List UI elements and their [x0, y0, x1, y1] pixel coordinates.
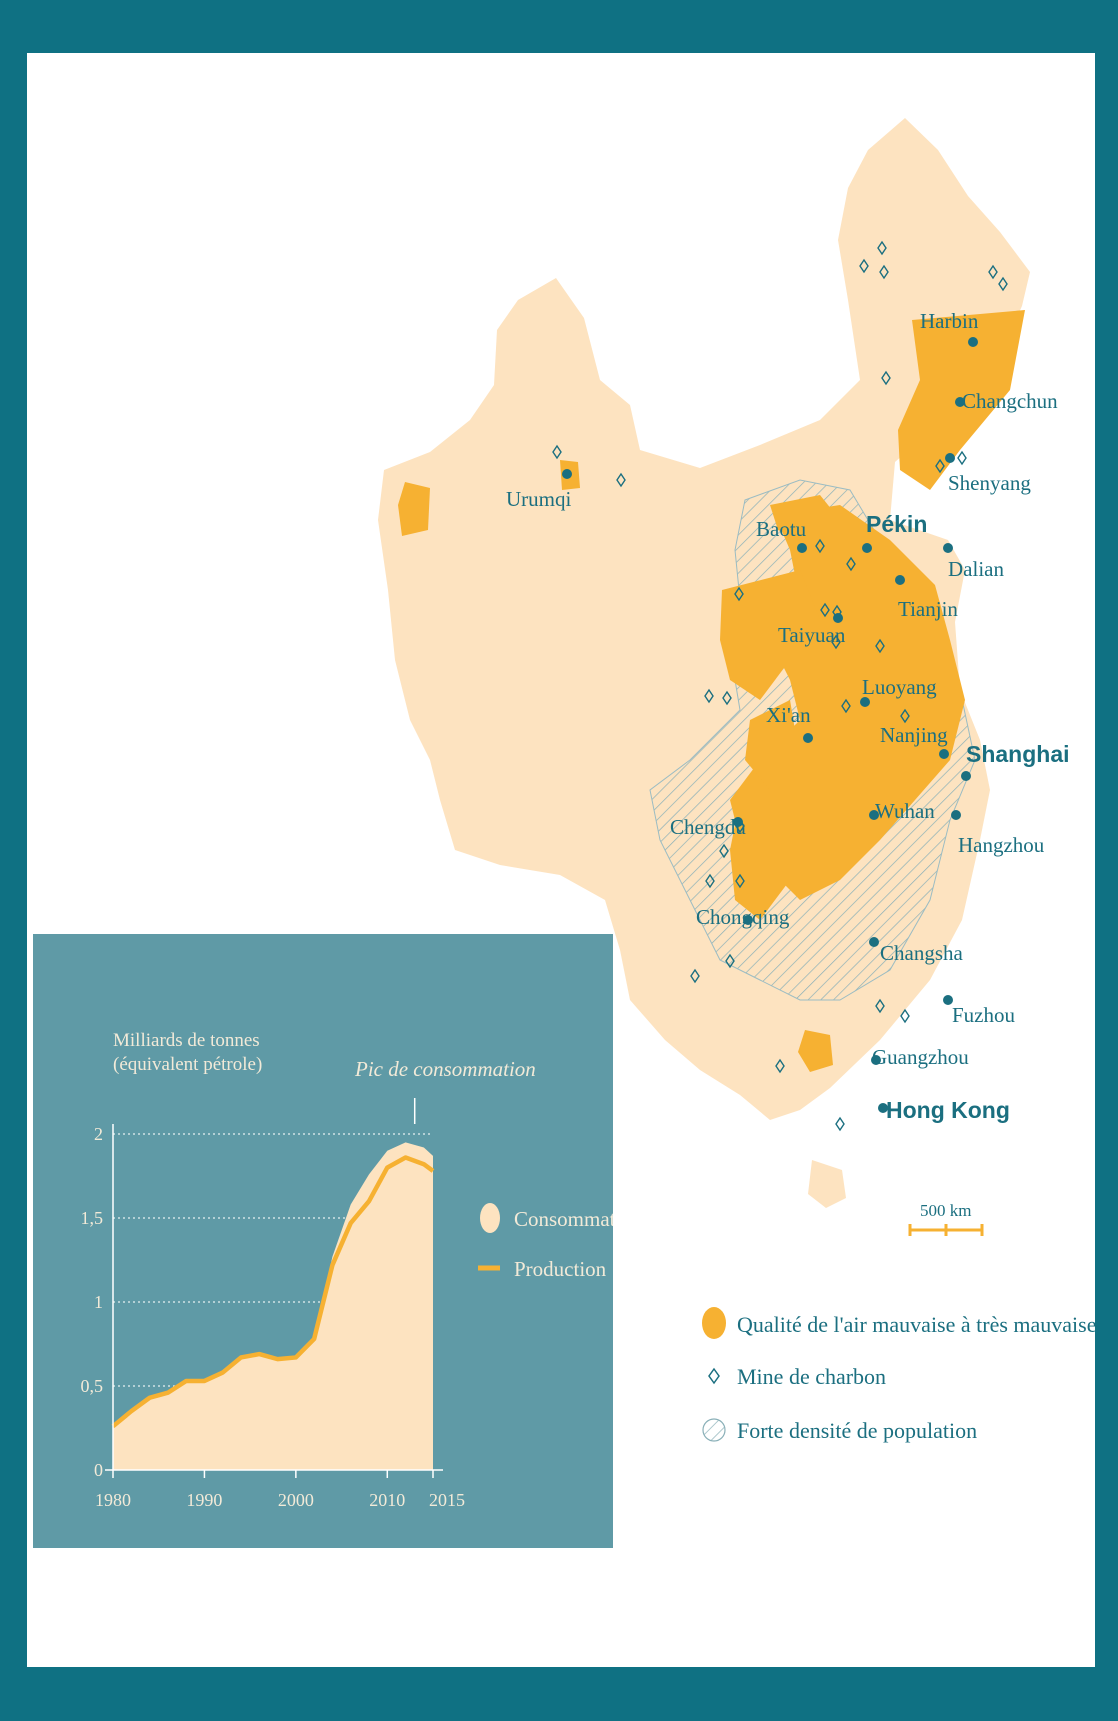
legend-production-label: Production [514, 1257, 607, 1281]
city-label-wuhan: Wuhan [875, 799, 935, 823]
y-axis-title-line2: (équivalent pétrole) [113, 1054, 262, 1075]
city-label-urumqi: Urumqi [506, 487, 571, 511]
city-label-shenyang: Shenyang [948, 471, 1031, 495]
city-label-hong-kong: Hong Kong [886, 1097, 1010, 1123]
city-dots [562, 337, 978, 1113]
city-label-luoyang: Luoyang [862, 675, 937, 699]
city-label-dalian: Dalian [948, 557, 1004, 581]
legend-hatch-swatch [702, 1418, 726, 1442]
city-label-xian: Xi'an [766, 703, 811, 727]
city-label-shanghai: Shanghai [966, 741, 1070, 767]
city-label-hangzhou: Hangzhou [958, 833, 1045, 857]
legend-density-label: Forte densité de population [737, 1418, 977, 1443]
city-label-pekin: Pékin [866, 511, 927, 537]
legend-pollution-label: Qualité de l'air mauvaise à très mauvais… [737, 1312, 1097, 1337]
legend-coal-label: Mine de charbon [737, 1364, 886, 1389]
scale-label: 500 km [920, 1201, 971, 1220]
hainan-island [808, 1160, 846, 1208]
x-tick-label: 2000 [278, 1490, 314, 1510]
y-tick-label: 0,5 [81, 1376, 104, 1396]
chart-panel: Milliards de tonnes (équivalent pétrole)… [33, 934, 613, 1548]
city-label-changsha: Changsha [880, 941, 964, 965]
x-tick-label: 2010 [369, 1490, 405, 1510]
scale-bar: 500 km [908, 1201, 984, 1236]
legend-pollution-swatch [702, 1307, 726, 1339]
y-axis-title-line1: Milliards de tonnes [113, 1030, 260, 1051]
x-tick-label: 1980 [95, 1490, 131, 1510]
peak-annotation: Pic de consommation [354, 1057, 536, 1081]
city-label-changchun: Changchun [962, 389, 1058, 413]
city-label-baotu: Baotu [756, 517, 807, 541]
city-label-chongqing: Chongqing [696, 905, 790, 929]
chart-legend: Consommation Production [478, 1203, 613, 1281]
x-tick-label: 2015 [429, 1490, 465, 1510]
city-label-nanjing: Nanjing [880, 723, 948, 747]
city-label-fuzhou: Fuzhou [952, 1003, 1016, 1027]
legend-consumption-label: Consommation [514, 1207, 613, 1231]
consumption-area [113, 1142, 433, 1470]
y-tick-label: 2 [94, 1124, 103, 1144]
y-tick-label: 1,5 [81, 1208, 104, 1228]
city-label-tianjin: Tianjin [898, 597, 958, 621]
coal-chart: Milliards de tonnes (équivalent pétrole)… [81, 1030, 614, 1510]
city-label-harbin: Harbin [920, 309, 979, 333]
city-label-chengdu: Chengdu [670, 815, 746, 839]
y-tick-label: 0 [94, 1460, 103, 1480]
axis-ticks: 0 0,5 1 1,5 2 1980 1990 2000 2010 2015 [81, 1124, 465, 1510]
production-line [111, 1155, 435, 1429]
coal-mine-markers [552, 240, 1008, 1132]
plot-area [111, 1098, 435, 1470]
map-legend: Qualité de l'air mauvaise à très mauvais… [702, 1307, 1097, 1443]
x-tick-label: 1990 [186, 1490, 222, 1510]
city-label-taiyuan: Taiyuan [778, 623, 846, 647]
y-tick-label: 1 [94, 1292, 103, 1312]
legend-diamond-icon [708, 1367, 720, 1385]
city-label-guangzhou: Guangzhou [872, 1045, 969, 1069]
legend-consumption-swatch [480, 1203, 500, 1233]
